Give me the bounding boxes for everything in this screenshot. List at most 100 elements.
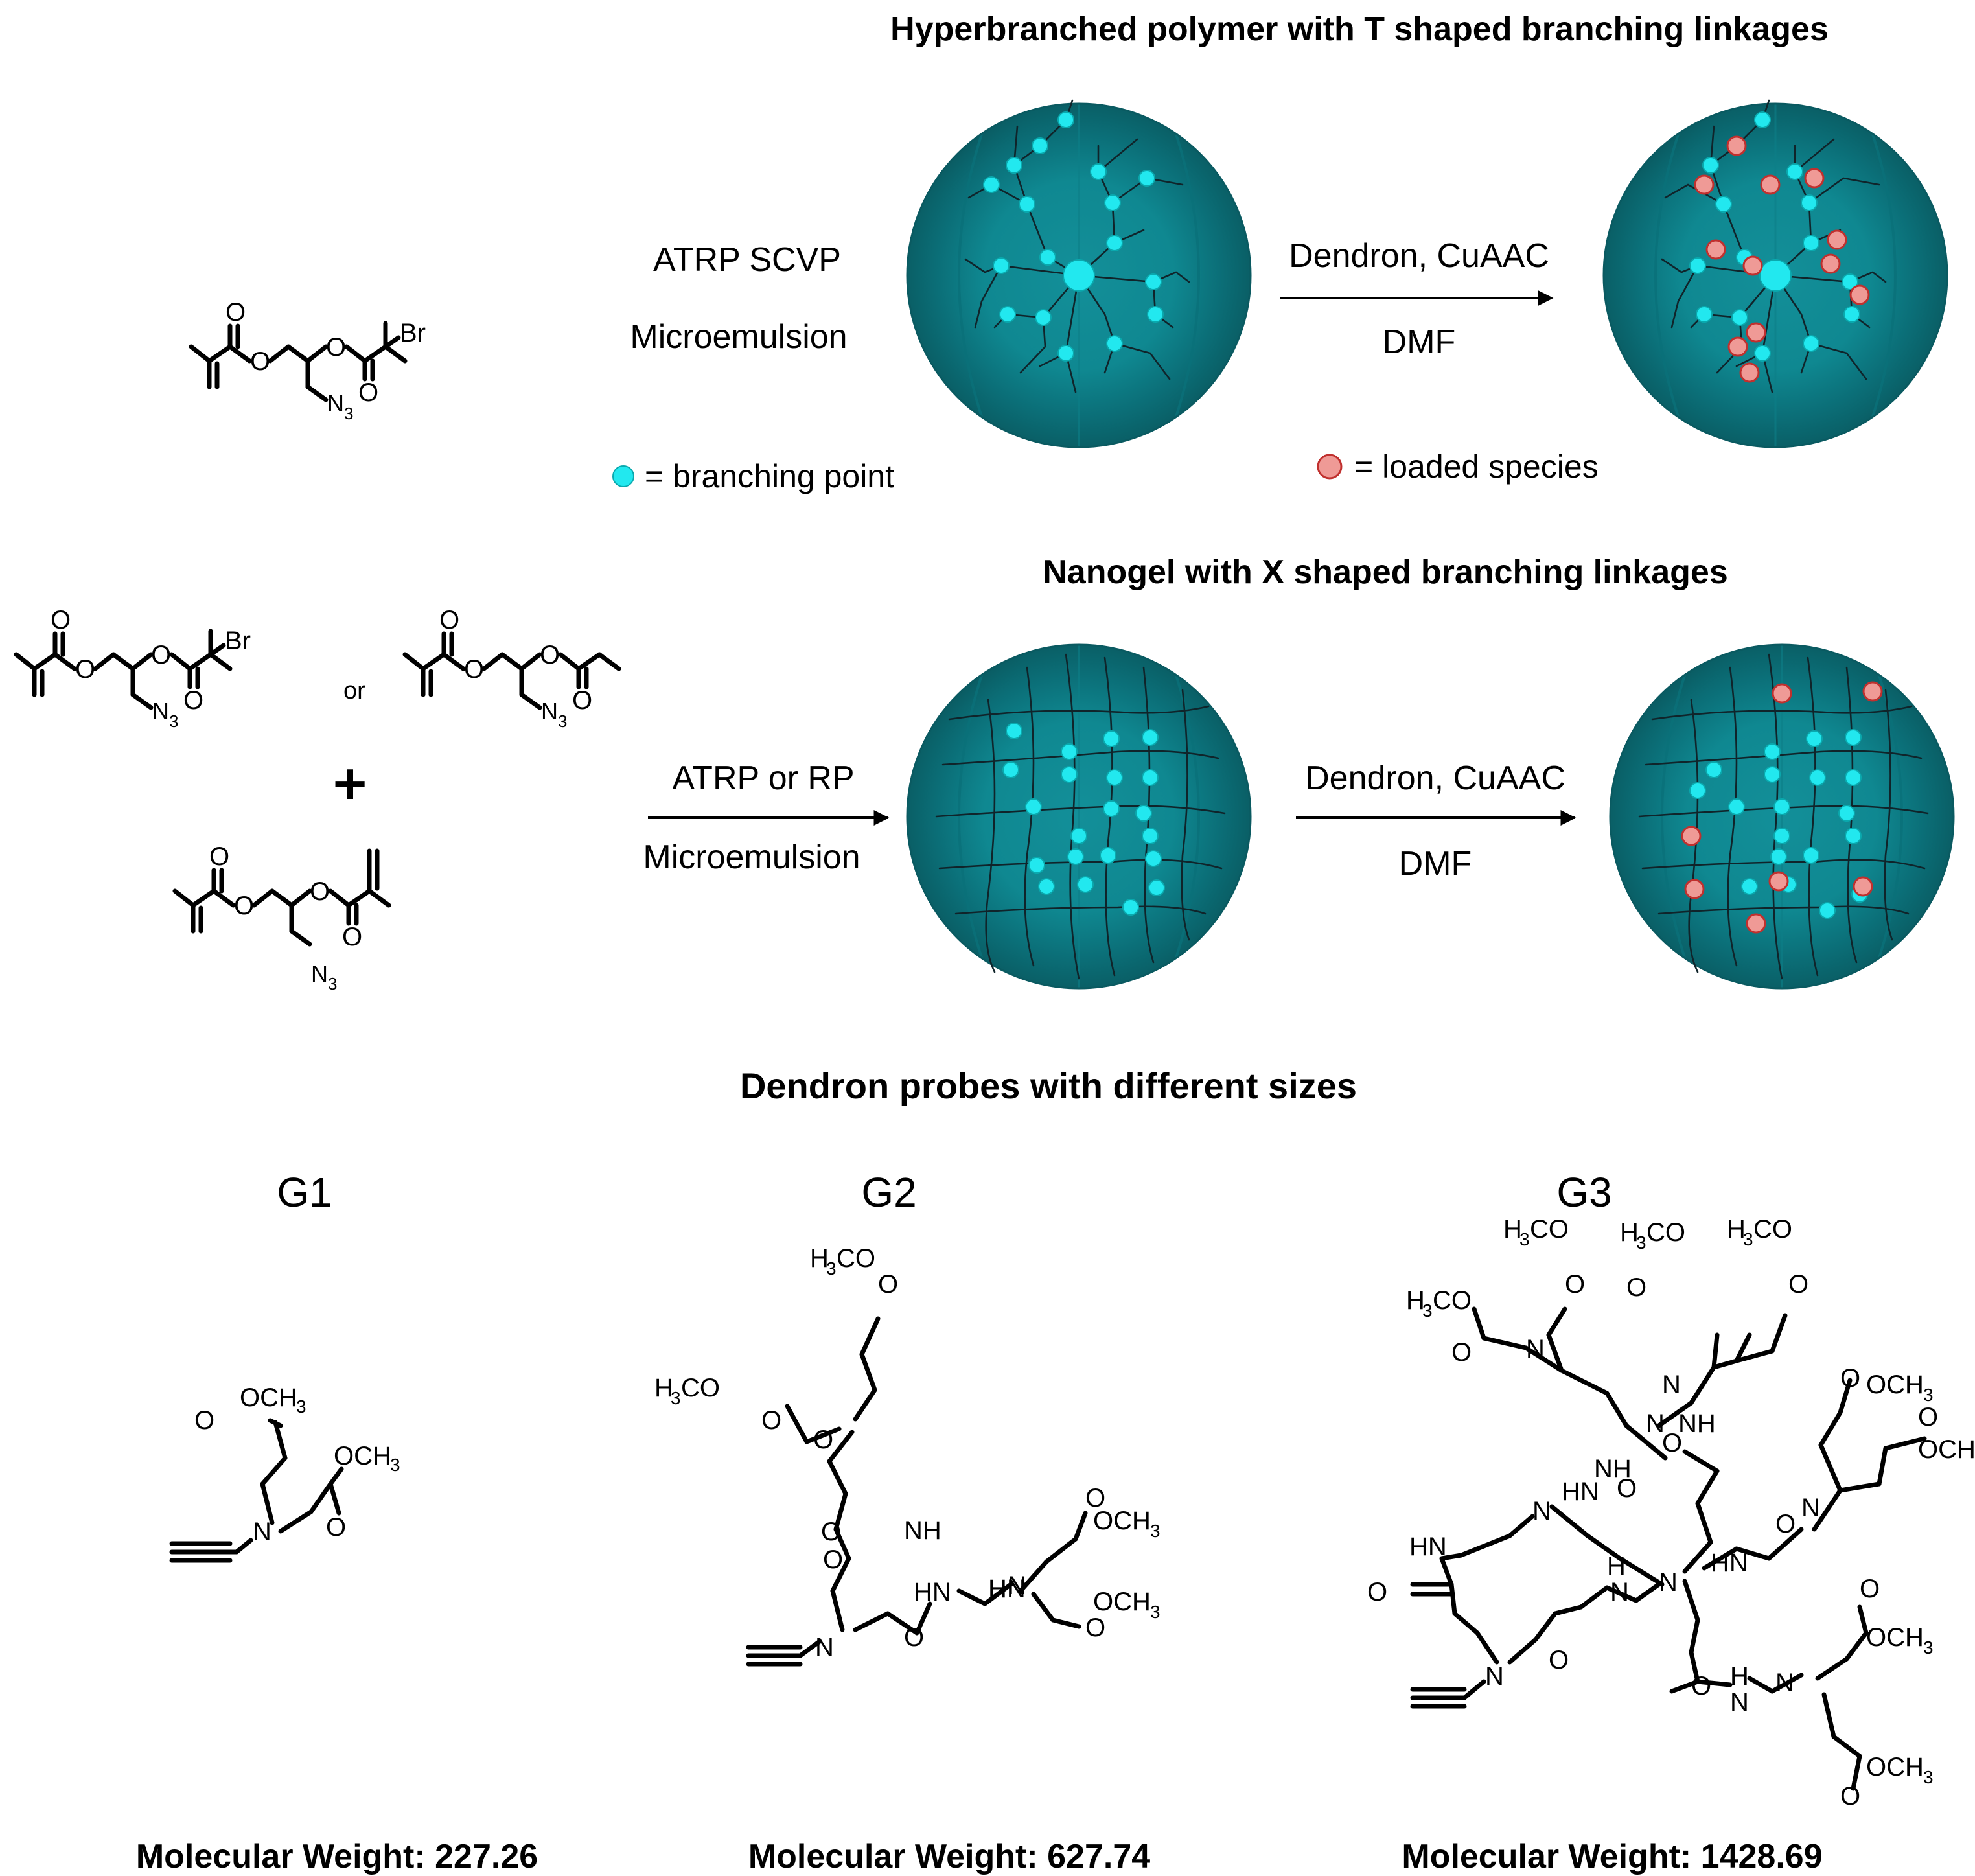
- loaded-species: [1694, 135, 1870, 383]
- svg-text:O: O: [439, 606, 459, 634]
- svg-text:CO: CO: [1646, 1218, 1685, 1247]
- mid-arrow-2-above: Dendron, CuAAC: [1305, 759, 1565, 797]
- svg-text:CO: CO: [837, 1244, 875, 1273]
- svg-text:O: O: [1549, 1646, 1569, 1674]
- svg-text:N: N: [253, 1518, 271, 1546]
- g1-mw: Molecular Weight: 227.26: [136, 1838, 538, 1875]
- svg-text:O: O: [1367, 1578, 1387, 1606]
- svg-text:HN: HN: [988, 1575, 1026, 1603]
- top-conditions-1: ATRP SCVP: [653, 241, 841, 279]
- svg-text:3: 3: [1923, 1767, 1934, 1787]
- nanogel-loaded-branching-points: [1689, 729, 1868, 919]
- svg-text:HN: HN: [1711, 1549, 1748, 1577]
- svg-text:O: O: [1840, 1364, 1860, 1393]
- svg-text:N: N: [311, 960, 328, 987]
- legend-loaded-label: = loaded species: [1354, 448, 1599, 485]
- svg-text:N: N: [815, 1633, 834, 1662]
- svg-text:3: 3: [1923, 1385, 1934, 1405]
- svg-text:NH: NH: [1594, 1455, 1632, 1483]
- svg-text:OCH: OCH: [1093, 1588, 1151, 1616]
- nanogel-title: Nanogel with X shaped branching linkages: [1043, 553, 1728, 591]
- svg-text:N: N: [1646, 1409, 1665, 1438]
- svg-text:O: O: [1085, 1614, 1105, 1642]
- svg-text:H: H: [1620, 1218, 1639, 1247]
- svg-text:N: N: [1610, 1578, 1629, 1606]
- svg-text:O: O: [1918, 1403, 1938, 1431]
- svg-text:3: 3: [671, 1388, 681, 1408]
- legend-branching-dot: [612, 465, 634, 487]
- svg-text:3: 3: [1923, 1638, 1934, 1658]
- g1-structure: N O OCH 3 O OCH 3: [169, 1384, 400, 1563]
- mid-arrow-2-below: DMF: [1399, 845, 1472, 883]
- svg-text:O: O: [904, 1623, 924, 1652]
- g3-mw: Molecular Weight: 1428.69: [1402, 1838, 1822, 1875]
- svg-text:O: O: [572, 686, 592, 715]
- svg-text:3: 3: [328, 974, 337, 993]
- svg-text:O: O: [209, 842, 229, 871]
- svg-text:O: O: [326, 1513, 346, 1542]
- svg-text:O: O: [234, 892, 254, 920]
- svg-text:H: H: [654, 1374, 673, 1402]
- svg-text:CO: CO: [1530, 1215, 1569, 1244]
- monomer-top: [191, 298, 426, 423]
- svg-text:OCH: OCH: [1866, 1623, 1924, 1652]
- svg-text:N: N: [1532, 1497, 1551, 1525]
- svg-text:3: 3: [1636, 1233, 1646, 1253]
- mid-arrow-1-below: Microemulsion: [643, 839, 860, 876]
- svg-text:O: O: [823, 1546, 843, 1574]
- svg-text:3: 3: [558, 712, 567, 731]
- svg-text:O: O: [194, 1406, 214, 1435]
- svg-text:OCH: OCH: [334, 1442, 391, 1470]
- svg-text:CO: CO: [1753, 1215, 1792, 1244]
- svg-text:O: O: [1565, 1270, 1585, 1299]
- svg-text:O: O: [1860, 1575, 1880, 1603]
- svg-text:NH: NH: [904, 1516, 941, 1545]
- legend-loaded: = loaded species: [1317, 448, 1599, 485]
- svg-text:3: 3: [1150, 1602, 1161, 1622]
- or-label: or: [343, 677, 365, 704]
- legend-branching: = branching point: [612, 458, 894, 494]
- svg-text:OCH: OCH: [1866, 1753, 1924, 1781]
- svg-text:CO: CO: [681, 1374, 720, 1402]
- svg-text:O: O: [878, 1270, 898, 1299]
- svg-text:3: 3: [1422, 1301, 1433, 1321]
- svg-text:H: H: [1607, 1552, 1626, 1581]
- legend-loaded-dot: [1317, 454, 1343, 480]
- hyperbranched-loaded-sphere: [1602, 99, 1948, 448]
- svg-text:HN: HN: [1562, 1477, 1599, 1506]
- svg-text:O: O: [1626, 1273, 1646, 1302]
- svg-text:O: O: [1788, 1270, 1808, 1299]
- svg-text:O: O: [464, 655, 484, 684]
- svg-text:O: O: [1775, 1510, 1796, 1538]
- top-conditions-2: Microemulsion: [630, 318, 847, 356]
- svg-text:H: H: [1727, 1215, 1746, 1244]
- svg-text:O: O: [1451, 1338, 1472, 1367]
- svg-text:3: 3: [1519, 1229, 1530, 1249]
- svg-text:N: N: [1730, 1688, 1749, 1717]
- mid-arrow-1-above: ATRP or RP: [672, 759, 854, 797]
- svg-text:H: H: [1406, 1286, 1425, 1315]
- svg-text:N: N: [1526, 1335, 1545, 1363]
- top-arrow-below: DMF: [1383, 323, 1456, 361]
- svg-text:O: O: [1617, 1474, 1637, 1503]
- svg-text:O: O: [821, 1518, 841, 1546]
- svg-text:N: N: [1659, 1568, 1678, 1597]
- legend-branching-label: = branching point: [645, 458, 894, 494]
- svg-text:O: O: [1085, 1484, 1105, 1512]
- svg-text:3: 3: [1150, 1521, 1161, 1541]
- svg-text:H: H: [1730, 1662, 1749, 1691]
- svg-text:O: O: [310, 877, 330, 906]
- svg-text:3: 3: [296, 1396, 306, 1417]
- svg-text:OCH: OCH: [1918, 1435, 1975, 1464]
- svg-text:HN: HN: [914, 1578, 951, 1606]
- svg-text:O: O: [1840, 1782, 1860, 1811]
- svg-text:NH: NH: [1678, 1409, 1716, 1438]
- g3-structure: N O HN O N H N N O H N N O OCH 3 O OCH 3…: [1367, 1215, 1975, 1811]
- svg-text:N: N: [541, 698, 558, 724]
- svg-text:H: H: [810, 1244, 829, 1273]
- g2-structure: N HN O O O O NH HN N O H 3 CO H 3 CO O O…: [654, 1244, 1161, 1667]
- branching-points: [983, 111, 1164, 362]
- hyperbranched-title: Hyperbranched polymer with T shaped bran…: [890, 10, 1829, 48]
- svg-text:3: 3: [1743, 1229, 1753, 1249]
